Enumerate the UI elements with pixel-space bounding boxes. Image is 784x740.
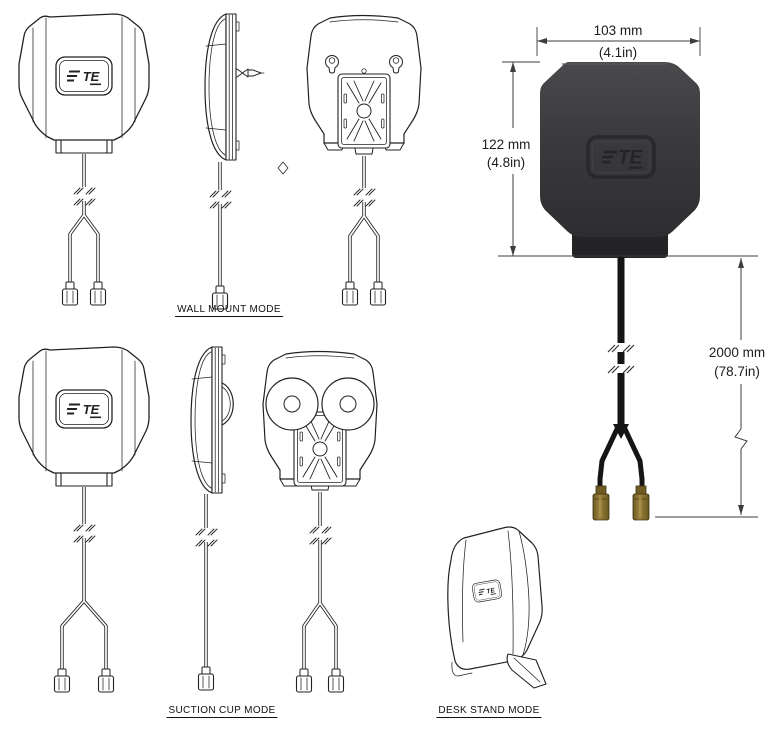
dimensions: 103 mm (4.1in) 122 mm (4.8in) 2000 mm (7… xyxy=(482,23,765,518)
desk-stand-mode-label: DESK STAND MODE xyxy=(436,705,542,718)
detail-diamond-marker xyxy=(277,161,289,175)
suction-cup-mode-label: SUCTION CUP MODE xyxy=(166,705,278,718)
product-cable xyxy=(597,256,645,488)
product-te-logo: TE xyxy=(586,135,656,179)
wall-mount-views xyxy=(19,13,422,310)
wall-mount-side-view xyxy=(204,13,265,161)
product-logo-text: TE xyxy=(618,148,644,169)
suction-back-view xyxy=(262,350,378,491)
height-mm-label: 122 mm xyxy=(482,137,531,152)
wall-mount-back-view xyxy=(306,14,422,155)
suction-cup-views xyxy=(19,346,378,693)
suction-front-cable xyxy=(53,487,115,693)
wall-back-cable xyxy=(341,156,387,306)
wall-side-cable xyxy=(209,162,232,310)
suction-back-cable xyxy=(295,492,345,693)
suction-cup-side-icon xyxy=(221,382,234,426)
sma-connector-left xyxy=(592,485,610,521)
wall-mount-mode-label: WALL MOUNT MODE xyxy=(175,304,283,317)
product-body xyxy=(540,62,700,237)
height-in-label: (4.8in) xyxy=(487,155,525,170)
cable-in-label: (78.7in) xyxy=(714,364,760,379)
wall-mount-front-view xyxy=(19,14,149,153)
wall-anchor-screw-icon xyxy=(236,68,265,78)
width-in-label: (4.1in) xyxy=(599,45,637,60)
suction-side-view xyxy=(190,346,234,494)
suction-front-view xyxy=(19,347,149,486)
desk-stand-foot xyxy=(451,653,547,689)
product-photo: TE xyxy=(540,62,700,521)
suction-side-cable xyxy=(195,494,218,691)
dimension-cable-length: 2000 mm (78.7in) xyxy=(655,258,765,518)
width-mm-label: 103 mm xyxy=(594,23,643,38)
sma-connector-right xyxy=(632,485,650,521)
desk-stand-view xyxy=(447,526,547,689)
cable-mm-label: 2000 mm xyxy=(709,345,765,360)
dimension-height: 122 mm (4.8in) xyxy=(482,61,758,257)
dimension-width: 103 mm (4.1in) xyxy=(536,23,701,60)
wall-front-cable xyxy=(61,154,107,306)
